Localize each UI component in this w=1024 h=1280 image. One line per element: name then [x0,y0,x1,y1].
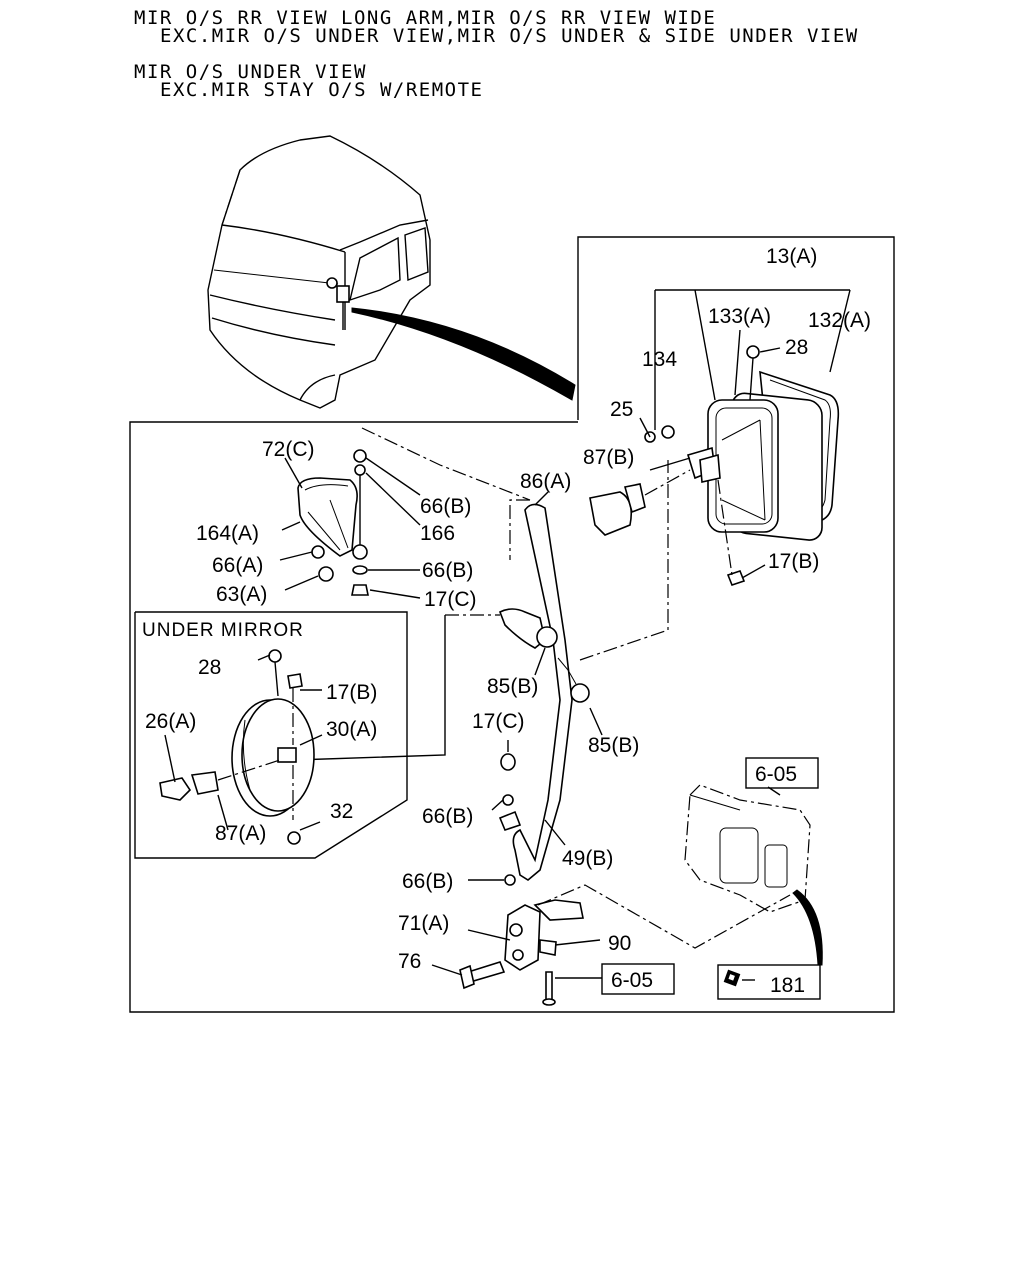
ref-6-05-b: 6-05 [611,969,653,992]
label-30a: 30(A) [326,718,377,741]
cap-86a [589,469,691,536]
arm-bracket-72c [297,427,531,596]
under-mirror-inset: UNDER MIRROR [134,611,408,859]
header-line-2: EXC.MIR O/S UNDER VIEW,MIR O/S UNDER & S… [160,25,859,47]
label-28-top: 28 [785,336,808,359]
label-66b-3: 66(B) [422,805,473,828]
label-66b-4: 66(B) [402,870,453,893]
label-85b-2: 85(B) [588,734,639,757]
label-87a: 87(A) [215,822,266,845]
header: MIR O/S RR VIEW LONG ARM,MIR O/S RR VIEW… [0,0,1024,110]
label-72c: 72(C) [262,438,315,461]
label-66a: 66(A) [212,554,263,577]
label-86a: 86(A) [520,470,571,493]
inset-title: UNDER MIRROR [142,620,304,641]
ref-6-05-a: 6-05 [755,763,797,786]
main-mirror-box [129,236,895,1013]
label-28-inset: 28 [198,656,221,679]
leaders-top-right [579,289,851,661]
header-line-1: MIR O/S RR VIEW LONG ARM,MIR O/S RR VIEW… [134,7,717,29]
label-133a: 133(A) [708,305,771,328]
label-26a: 26(A) [145,710,196,733]
mirror-head-13a [644,345,840,586]
label-85b-1: 85(B) [487,675,538,698]
header-line-4: EXC.MIR STAY O/S W/REMOTE [160,79,484,101]
label-166: 166 [420,522,455,545]
label-66b-2: 66(B) [422,559,473,582]
leaders-left [279,457,755,981]
label-71a: 71(A) [398,912,449,935]
label-63a: 63(A) [216,583,267,606]
label-76: 76 [398,950,421,973]
label-32: 32 [330,800,353,823]
arm-rod-49b [294,503,590,886]
label-164a: 164(A) [196,522,259,545]
label-134: 134 [642,348,677,371]
label-132a: 132(A) [808,309,871,332]
bracket-71a [459,884,791,1006]
label-66b-1: 66(B) [420,495,471,518]
label-17c-1: 17(C) [424,588,477,611]
label-90: 90 [608,932,631,955]
header-line-3: MIR O/S UNDER VIEW [134,61,367,83]
part-labels: 13(A) 133(A) 132(A) 134 28 25 87(B) 86(A… [145,245,871,997]
cab-panel-illustration [684,784,823,966]
label-181: 181 [770,974,805,997]
ref-boxes [601,757,821,1000]
truck-cab-illustration [207,135,576,409]
label-25: 25 [610,398,633,421]
label-17c-2: 17(C) [472,710,525,733]
label-87b: 87(B) [583,446,634,469]
label-17b-inset: 17(B) [326,681,377,704]
label-13a: 13(A) [766,245,817,268]
label-17b-top: 17(B) [768,550,819,573]
label-49b: 49(B) [562,847,613,870]
